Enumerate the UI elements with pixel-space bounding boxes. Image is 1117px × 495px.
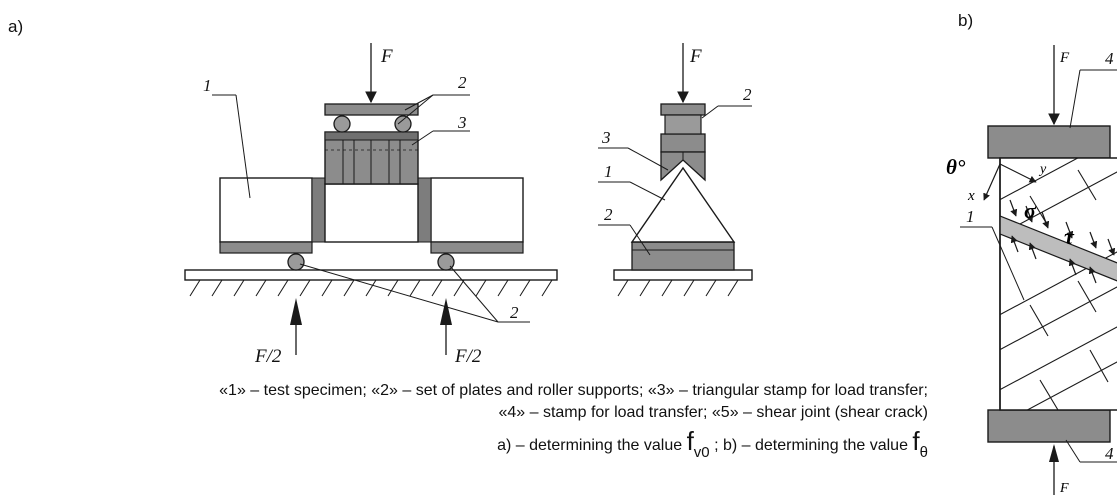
axis-y-arrow	[999, 163, 1037, 183]
roller-top-right	[394, 115, 412, 133]
specimen-central-brick	[324, 183, 419, 243]
reaction-label-left: F/2	[254, 346, 282, 367]
label-3-front: 3	[457, 113, 467, 132]
subscript-v0: v0	[693, 444, 710, 461]
f-symbol: f	[686, 426, 694, 456]
force-label-top-a: F	[380, 46, 393, 67]
sigma-label: σ	[1024, 198, 1037, 223]
ground-base-side	[613, 269, 753, 297]
label-2-top-plate: 2	[458, 73, 467, 92]
specimen-side-brick-right	[430, 177, 524, 254]
label-4-bottom-b: 4	[1105, 444, 1114, 463]
force-label-top-side: F	[689, 46, 702, 67]
reaction-arrow-right	[440, 298, 452, 355]
caption-line-2: «4» – stamp for load transfer; «5» – she…	[498, 404, 928, 421]
label-1-side: 1	[604, 162, 613, 181]
caption-line-3: a) – determining the value fv0 ; b) – de…	[497, 426, 928, 461]
theta-label: θ°	[946, 155, 966, 179]
label-2-side-bottom: 2	[604, 205, 613, 224]
triangular-stamp-front	[324, 131, 419, 185]
ground-base-left	[184, 269, 558, 297]
specimen-column-b	[999, 157, 1117, 411]
mortar-joint-right	[417, 177, 432, 243]
axis-x-label: x	[967, 188, 975, 204]
label-2-bottom: 2	[510, 303, 519, 322]
force-label-top-b: F	[1059, 50, 1070, 66]
top-spacer-side	[664, 114, 702, 135]
axis-x-arrow	[983, 163, 1001, 201]
label-2-side-top: 2	[743, 85, 752, 104]
force-label-bottom-b: F	[1059, 481, 1069, 495]
reaction-arrow-left	[290, 298, 302, 355]
roller-support-left	[287, 253, 305, 271]
label-1-b: 1	[966, 207, 975, 226]
subscript-theta: θ	[919, 444, 928, 461]
caption-line-1: «1» – test specimen; «2» – set of plates…	[219, 382, 928, 399]
f-symbol-theta: f	[912, 426, 920, 456]
stamp-bottom-b	[987, 409, 1111, 443]
top-plate-side	[660, 103, 706, 116]
normal-stress-arrows	[1009, 199, 1116, 284]
mortar-joint-left	[311, 177, 326, 243]
label-4-top-b: 4	[1105, 49, 1114, 68]
roller-top-left	[333, 115, 351, 133]
axis-y-label: y	[1038, 162, 1047, 177]
label-1-front: 1	[203, 76, 212, 95]
bottom-plate-side	[631, 241, 735, 271]
panel-a-label: a)	[8, 17, 23, 36]
stamp-top-b	[987, 125, 1111, 159]
panel-b-label: b)	[958, 11, 973, 30]
label-3-side: 3	[601, 128, 611, 147]
specimen-side-brick-left	[219, 177, 313, 254]
specimen-triangle-side	[630, 166, 736, 243]
top-plate-front	[324, 103, 419, 116]
reaction-arrow-bottom-b	[1049, 444, 1059, 495]
tau-label: τ	[1064, 224, 1075, 249]
reaction-label-right: F/2	[454, 346, 482, 367]
triangular-stamp-side	[660, 133, 706, 182]
